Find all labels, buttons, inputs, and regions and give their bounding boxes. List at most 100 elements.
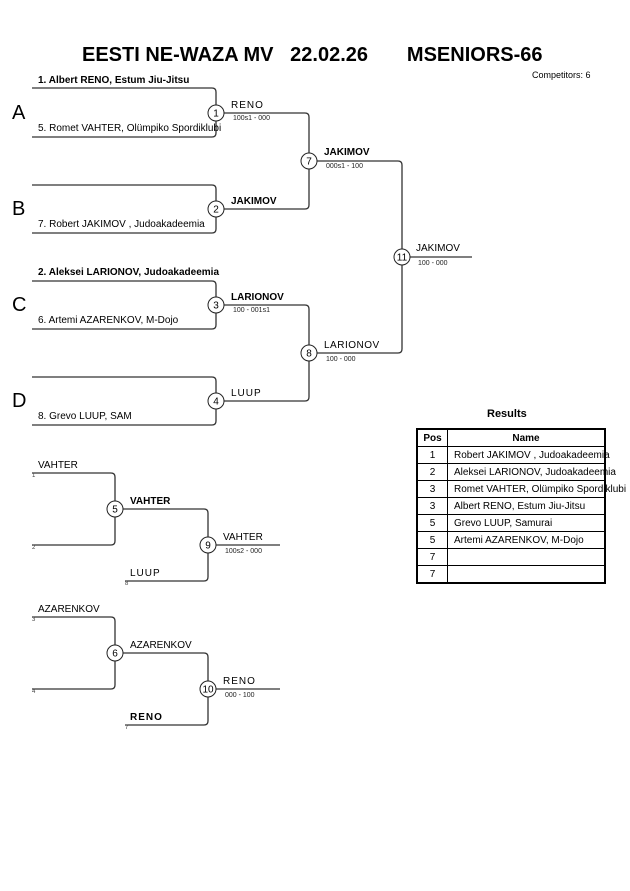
match-number-circle — [300, 152, 318, 170]
match-4-out — [216, 353, 310, 402]
result-position: 3 — [416, 497, 448, 515]
results-row: 7 — [416, 548, 606, 566]
match-number: 6 — [112, 649, 118, 660]
match-1-score: 100s1 - 000 — [233, 115, 270, 122]
match-number-circle — [199, 536, 217, 554]
result-name: Grevo LUUP, Samurai — [447, 514, 606, 532]
match-8-winner: LARIONOV — [324, 340, 380, 351]
match-number-circle — [106, 644, 124, 662]
result-position: 3 — [416, 480, 448, 498]
category: MSENIORS-66 — [406, 44, 543, 66]
result-position: 5 — [416, 531, 448, 549]
results-header-row: Pos Name — [416, 428, 606, 447]
result-name: Romet VAHTER, Olümpiko Spordiklubi — [447, 480, 626, 498]
result-name: Albert RENO, Estum Jiu-Jitsu — [447, 497, 606, 515]
match-10-winner: RENO — [223, 676, 256, 687]
match-2-winner: JAKIMOV — [231, 196, 277, 207]
match-number: 1 — [213, 109, 219, 120]
result-name: Robert JAKIMOV , Judoakadeemia — [447, 446, 610, 464]
match-1-winner: RENO — [231, 100, 264, 111]
match-number: 11 — [397, 253, 408, 264]
final-score: 100 - 000 — [418, 260, 448, 267]
match-number-circle — [199, 680, 217, 698]
match-1-out — [216, 112, 310, 161]
rep2-entrant-seed: 7 — [125, 725, 129, 731]
match-9-winner: VAHTER — [223, 532, 263, 543]
match-5-winner: VAHTER — [130, 496, 171, 507]
competitor-name: 6. Artemi AZARENKOV, M-Dojo — [38, 315, 179, 326]
results-title: Results — [487, 408, 527, 420]
competitor-name: 2. Aleksei LARIONOV, Judoakadeemia — [38, 267, 220, 278]
name-column-header: Name — [447, 428, 606, 447]
match-number: 8 — [306, 349, 312, 360]
competitor-count: Competitors: 6 — [532, 70, 591, 80]
rep2-entrant: RENO — [130, 712, 163, 723]
rep2-bottom-seed: 4 — [32, 689, 36, 695]
result-position: 7 — [416, 548, 448, 566]
event-date: 22.02.26 — [290, 44, 369, 66]
match-number-circle — [207, 392, 225, 410]
rep1-entrant-seed: 8 — [125, 581, 129, 587]
match-number-circle — [393, 248, 411, 266]
result-position: 5 — [416, 514, 448, 532]
match-8-score: 100 - 000 — [326, 356, 356, 363]
result-position: 2 — [416, 463, 448, 481]
competitor-name: 5. Romet VAHTER, Olümpiko Spordiklubi — [38, 123, 222, 134]
competitor-name: 1. Albert RENO, Estum Jiu-Jitsu — [38, 75, 190, 86]
pool-letter-b: B — [12, 198, 26, 220]
pos-column-header: Pos — [416, 428, 448, 447]
rep2-top-name: AZARENKOV — [38, 604, 100, 615]
match-number: 9 — [205, 541, 211, 552]
pool-letter-a: A — [12, 102, 26, 124]
match-9-score: 100s2 - 000 — [225, 548, 262, 555]
result-name — [447, 565, 606, 584]
match-5-out — [115, 508, 209, 582]
match-8-out — [309, 257, 403, 354]
rep1-top-name: VAHTER — [38, 460, 78, 471]
match-3-score: 100 - 001s1 — [233, 307, 270, 314]
result-position: 7 — [416, 565, 448, 584]
rep1-entrant: LUUP — [130, 568, 161, 579]
match-number: 5 — [112, 505, 118, 516]
match-number: 7 — [306, 157, 312, 168]
match-number: 2 — [213, 205, 219, 216]
result-name: Artemi AZARENKOV, M-Dojo — [447, 531, 606, 549]
results-row: 7 — [416, 565, 606, 584]
rep2-top-seed: 3 — [32, 617, 36, 623]
match-3-out — [216, 304, 310, 353]
final-winner: JAKIMOV — [416, 243, 460, 254]
result-name: Aleksei LARIONOV, Judoakadeemia — [447, 463, 616, 481]
rep1-bracket — [32, 472, 116, 546]
match-number: 10 — [202, 685, 214, 696]
pool-letter-c: C — [12, 294, 27, 316]
match-number-circle — [300, 344, 318, 362]
event-name: EESTI NE-WAZA MV — [82, 44, 274, 66]
match-number: 4 — [213, 397, 219, 408]
match-2-out — [216, 161, 310, 210]
match-4-winner: LUUP — [231, 388, 262, 399]
competitor-name: 7. Robert JAKIMOV , Judoakadeemia — [38, 219, 205, 230]
rep2-bracket — [32, 616, 116, 690]
match-3-winner: LARIONOV — [231, 292, 284, 303]
match-number-circle — [207, 104, 225, 122]
result-name — [447, 548, 606, 566]
match-number-circle — [207, 200, 225, 218]
match-7-score: 000s1 - 100 — [326, 163, 363, 170]
pool-letter-d: D — [12, 390, 27, 412]
match-number-circle — [106, 500, 124, 518]
match-7-winner: JAKIMOV — [324, 147, 370, 158]
match-number-circle — [207, 296, 225, 314]
match-10-score: 000 - 100 — [225, 692, 255, 699]
match-number: 3 — [213, 301, 219, 312]
rep1-top-seed: 1 — [32, 473, 36, 479]
competitor-name: 8. Grevo LUUP, SAM — [38, 411, 132, 422]
result-position: 1 — [416, 446, 448, 464]
